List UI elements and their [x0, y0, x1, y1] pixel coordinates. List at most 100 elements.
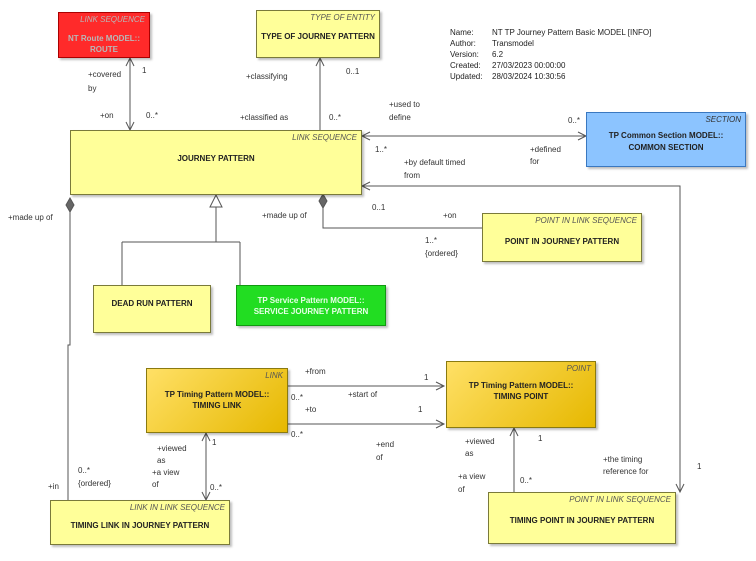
label-defined-for-2: for	[530, 157, 540, 166]
label-in: +in	[48, 482, 59, 491]
arrowhead-type	[315, 56, 325, 67]
label-made-up-of-pijp: +made up of	[262, 211, 307, 220]
timing-link-name-1: TP Timing Pattern MODEL::	[164, 390, 270, 399]
label-view-of-tl-2: of	[152, 480, 159, 489]
label-on-pijp-mult: 1..*	[425, 236, 438, 245]
timing-link-class[interactable]: LINK TP Timing Pattern MODEL:: TIMING LI…	[146, 368, 288, 433]
arrowhead-route	[125, 56, 135, 67]
diamond-jp-pijp	[318, 192, 328, 210]
label-timing-ref-2: reference for	[603, 467, 649, 476]
diamond-jp-tljp	[65, 196, 75, 214]
label-view-of-tp-mult: 0..*	[520, 476, 533, 485]
arrowhead-tp-to	[435, 419, 446, 429]
label-classifying-mult: 0..1	[346, 67, 360, 76]
dead-run-name: DEAD RUN PATTERN	[111, 299, 193, 308]
timing-point-stereotype: POINT	[566, 364, 591, 373]
info-name-key: Name:	[450, 28, 474, 37]
pijp-name: POINT IN JOURNEY PATTERN	[504, 237, 620, 246]
jp-name: JOURNEY PATTERN	[177, 154, 255, 163]
section-name-2: COMMON SECTION	[628, 143, 704, 152]
label-end-of-2: of	[376, 453, 383, 462]
model-info: Name: NT TP Journey Pattern Basic MODEL […	[450, 27, 651, 82]
label-default-timed-2: from	[404, 171, 420, 180]
info-updated-val: 28/03/2024 10:30:56	[492, 72, 566, 81]
timing-point-class[interactable]: POINT TP Timing Pattern MODEL:: TIMING P…	[446, 361, 596, 428]
section-name-1: TP Common Section MODEL::	[608, 131, 724, 140]
label-viewed-as-tl-mult: 1	[212, 438, 217, 447]
timing-link-in-journey-pattern-class[interactable]: LINK IN LINK SEQUENCE TIMING LINK IN JOU…	[50, 500, 230, 545]
label-default-timed-1: +by default timed	[404, 158, 466, 167]
label-to-mult-right: 1	[418, 405, 423, 414]
label-covered-by-1: +covered	[88, 70, 122, 79]
section-stereotype: SECTION	[705, 115, 741, 124]
timing-point-in-journey-pattern-class[interactable]: POINT IN LINK SEQUENCE TIMING POINT IN J…	[488, 492, 676, 544]
label-made-up-of-left: +made up of	[8, 213, 53, 222]
label-view-of-tl-mult: 0..*	[210, 483, 223, 492]
label-made-up-of-pijp-mult: 0..1	[372, 203, 386, 212]
info-version-val: 6.2	[492, 50, 504, 59]
label-viewed-as-tp-1: +viewed	[465, 437, 495, 446]
label-viewed-as-tp-mult: 1	[538, 434, 543, 443]
label-view-of-tp-1: +a view	[458, 472, 486, 481]
info-author-key: Author:	[450, 39, 476, 48]
info-created-key: Created:	[450, 61, 481, 70]
label-used-to-mult: 1..*	[375, 145, 388, 154]
type-jp-name: TYPE OF JOURNEY PATTERN	[261, 32, 375, 41]
common-section-class[interactable]: SECTION TP Common Section MODEL:: COMMON…	[586, 112, 746, 167]
journey-pattern-class[interactable]: LINK SEQUENCE JOURNEY PATTERN	[70, 130, 362, 195]
pijp-stereotype: POINT IN LINK SEQUENCE	[535, 216, 637, 225]
tpjp-name: TIMING POINT IN JOURNEY PATTERN	[509, 516, 655, 525]
info-author-val: Transmodel	[492, 39, 534, 48]
edge-jp-tpjp	[362, 185, 681, 492]
label-on-pijp-ordered: {ordered}	[425, 249, 458, 258]
label-defined-for-1: +defined	[530, 145, 561, 154]
timing-point-name-1: TP Timing Pattern MODEL::	[468, 381, 574, 390]
label-covered-by-2: by	[88, 84, 97, 93]
service-journey-pattern-class[interactable]: TP Service Pattern MODEL:: SERVICE JOURN…	[236, 285, 386, 326]
type-jp-stereotype: TYPE OF ENTITY	[310, 13, 375, 22]
sjp-name-1: TP Service Pattern MODEL::	[257, 296, 365, 305]
label-to-mult-left: 0..*	[291, 430, 304, 439]
arrowhead-tl-up	[201, 431, 211, 442]
label-defined-for-mult: 0..*	[568, 116, 581, 125]
label-viewed-as-tl-1: +viewed	[157, 444, 187, 453]
edge-jp-tljp	[67, 212, 71, 500]
label-used-to-2: define	[389, 113, 411, 122]
label-start-of: +start of	[348, 390, 378, 399]
type-of-journey-pattern-class[interactable]: TYPE OF ENTITY TYPE OF JOURNEY PATTERN	[256, 10, 380, 58]
label-classified-as: +classified as	[240, 113, 289, 122]
dead-run-pattern-class[interactable]: DEAD RUN PATTERN	[93, 285, 211, 333]
tpjp-stereotype: POINT IN LINK SEQUENCE	[569, 495, 671, 504]
label-timing-ref-mult: 1	[697, 462, 702, 471]
timing-link-name-2: TIMING LINK	[192, 401, 242, 410]
edge-jp-pijp	[322, 208, 482, 229]
label-to: +to	[305, 405, 317, 414]
sjp-name-2: SERVICE JOURNEY PATTERN	[253, 307, 369, 316]
info-name-val: NT TP Journey Pattern Basic MODEL [INFO]	[492, 28, 652, 37]
route-name-2: ROUTE	[90, 45, 118, 54]
label-view-of-tp-2: of	[458, 485, 465, 494]
route-class[interactable]: LINK SEQUENCE NT Route MODEL:: ROUTE	[58, 12, 150, 58]
timing-link-stereotype: LINK	[265, 371, 283, 380]
info-created-val: 27/03/2023 00:00:00	[492, 61, 566, 70]
label-on-pijp: +on	[443, 211, 457, 220]
label-used-to-1: +used to	[389, 100, 420, 109]
jp-stereotype: LINK SEQUENCE	[292, 133, 357, 142]
label-in-mult: 0..*	[78, 466, 91, 475]
arrowhead-tp-up	[509, 426, 519, 437]
label-covered-mult: 1	[142, 66, 147, 75]
label-on-route: +on	[100, 111, 114, 120]
label-view-of-tl-1: +a view	[152, 468, 180, 477]
arrowhead-jp-right	[360, 181, 371, 191]
label-viewed-as-tl-2: as	[157, 456, 166, 465]
timing-point-name-2: TIMING POINT	[493, 392, 549, 401]
info-version-key: Version:	[450, 50, 479, 59]
arrowhead-tp-from	[435, 381, 446, 391]
info-updated-key: Updated:	[450, 72, 483, 81]
label-on-route-mult: 0..*	[146, 111, 159, 120]
point-in-journey-pattern-class[interactable]: POINT IN LINK SEQUENCE POINT IN JOURNEY …	[482, 213, 642, 262]
label-from-mult-left: 0..*	[291, 393, 304, 402]
arrowhead-section-left	[360, 131, 371, 141]
arrowhead-tpjp-top	[675, 483, 685, 494]
